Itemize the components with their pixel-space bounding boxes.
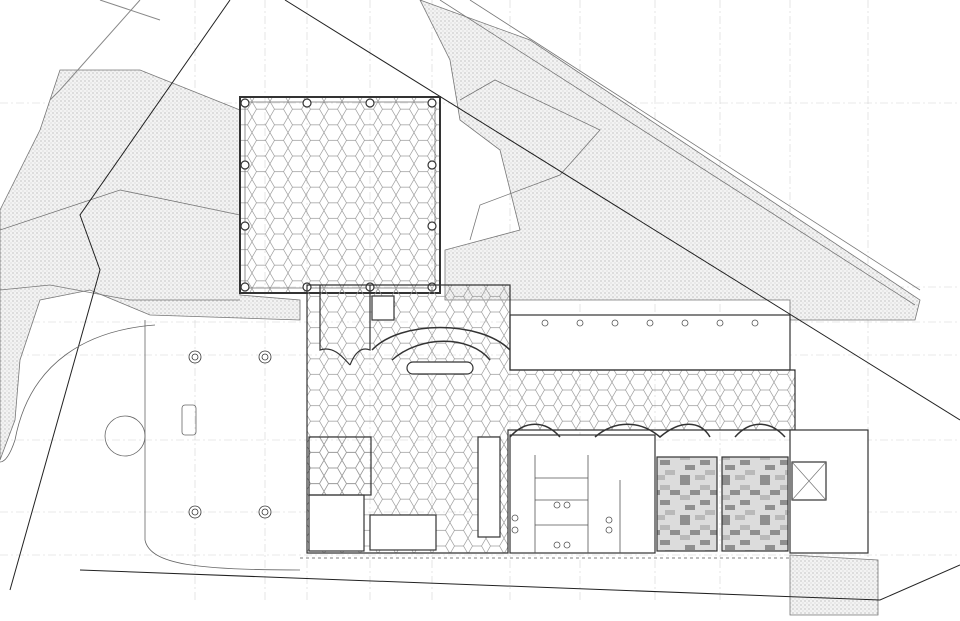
side-room [308, 494, 365, 552]
lobby-columns [541, 319, 759, 327]
entry-canopies [509, 423, 786, 438]
building [300, 284, 869, 559]
fountain [104, 415, 146, 457]
pavilion-canopy [239, 96, 441, 294]
site-boundary [9, 0, 960, 601]
tiled-room-2 [721, 456, 789, 552]
restroom-partitions [511, 455, 621, 553]
tiled-room-1 [656, 456, 718, 552]
top-right-landscape [419, 0, 921, 321]
landscape-areas [0, 0, 921, 616]
pavilion-columns [240, 98, 437, 292]
bar-counter [369, 514, 437, 551]
elevator-left [371, 295, 395, 321]
bottom-right-landscape [789, 554, 879, 616]
parked-car [181, 404, 197, 436]
stair-main [477, 436, 501, 538]
plaza-columns [188, 350, 272, 519]
reception-desk [406, 361, 474, 375]
plaza [0, 320, 301, 571]
restrooms [509, 434, 656, 554]
